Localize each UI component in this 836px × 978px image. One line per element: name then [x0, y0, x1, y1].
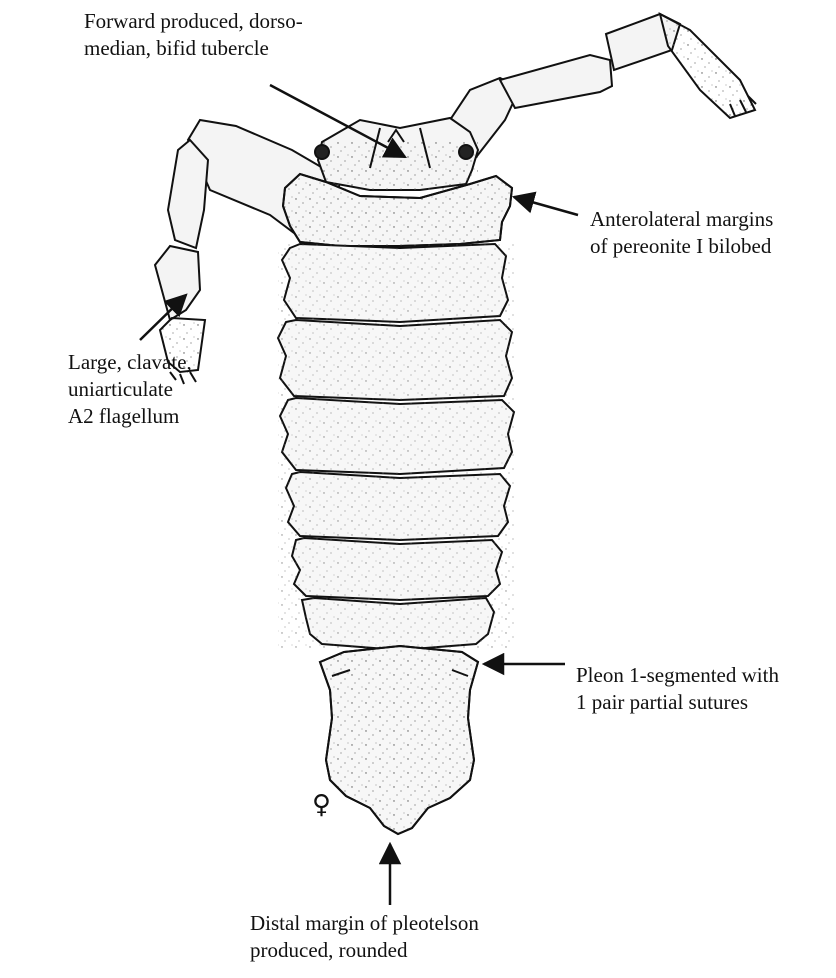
label-tubercle-line-2: median, bifid tubercle — [84, 35, 303, 62]
label-pereonite-line-2: of pereonite I bilobed — [590, 233, 773, 260]
isopod-head — [315, 118, 478, 190]
label-flagellum-line-2: uniarticulate — [68, 376, 192, 403]
label-pleon: Pleon 1-segmented with 1 pair partial su… — [576, 662, 779, 716]
label-flagellum: Large, clavate, uniarticulate A2 flagell… — [68, 349, 192, 430]
label-tubercle-line-1: Forward produced, dorso- — [84, 8, 303, 35]
label-pleon-line-2: 1 pair partial sutures — [576, 689, 779, 716]
label-tubercle: Forward produced, dorso- median, bifid t… — [84, 8, 303, 62]
label-pereonite: Anterolateral margins of pereonite I bil… — [590, 206, 773, 260]
label-pereonite-line-1: Anterolateral margins — [590, 206, 773, 233]
left-eye — [315, 145, 329, 159]
female-symbol: ♀ — [312, 790, 331, 820]
label-pleotelson-line-1: Distal margin of pleotelson — [250, 910, 479, 937]
label-pleon-line-1: Pleon 1-segmented with — [576, 662, 779, 689]
label-pleotelson-line-2: produced, rounded — [250, 937, 479, 964]
pereonites — [278, 244, 514, 650]
label-flagellum-line-3: A2 flagellum — [68, 403, 192, 430]
label-pleotelson: Distal margin of pleotelson produced, ro… — [250, 910, 479, 964]
arrow-pereonite — [514, 197, 578, 215]
label-flagellum-line-1: Large, clavate, — [68, 349, 192, 376]
right-antenna — [430, 14, 756, 165]
pleotelson — [320, 646, 478, 834]
right-eye — [459, 145, 473, 159]
